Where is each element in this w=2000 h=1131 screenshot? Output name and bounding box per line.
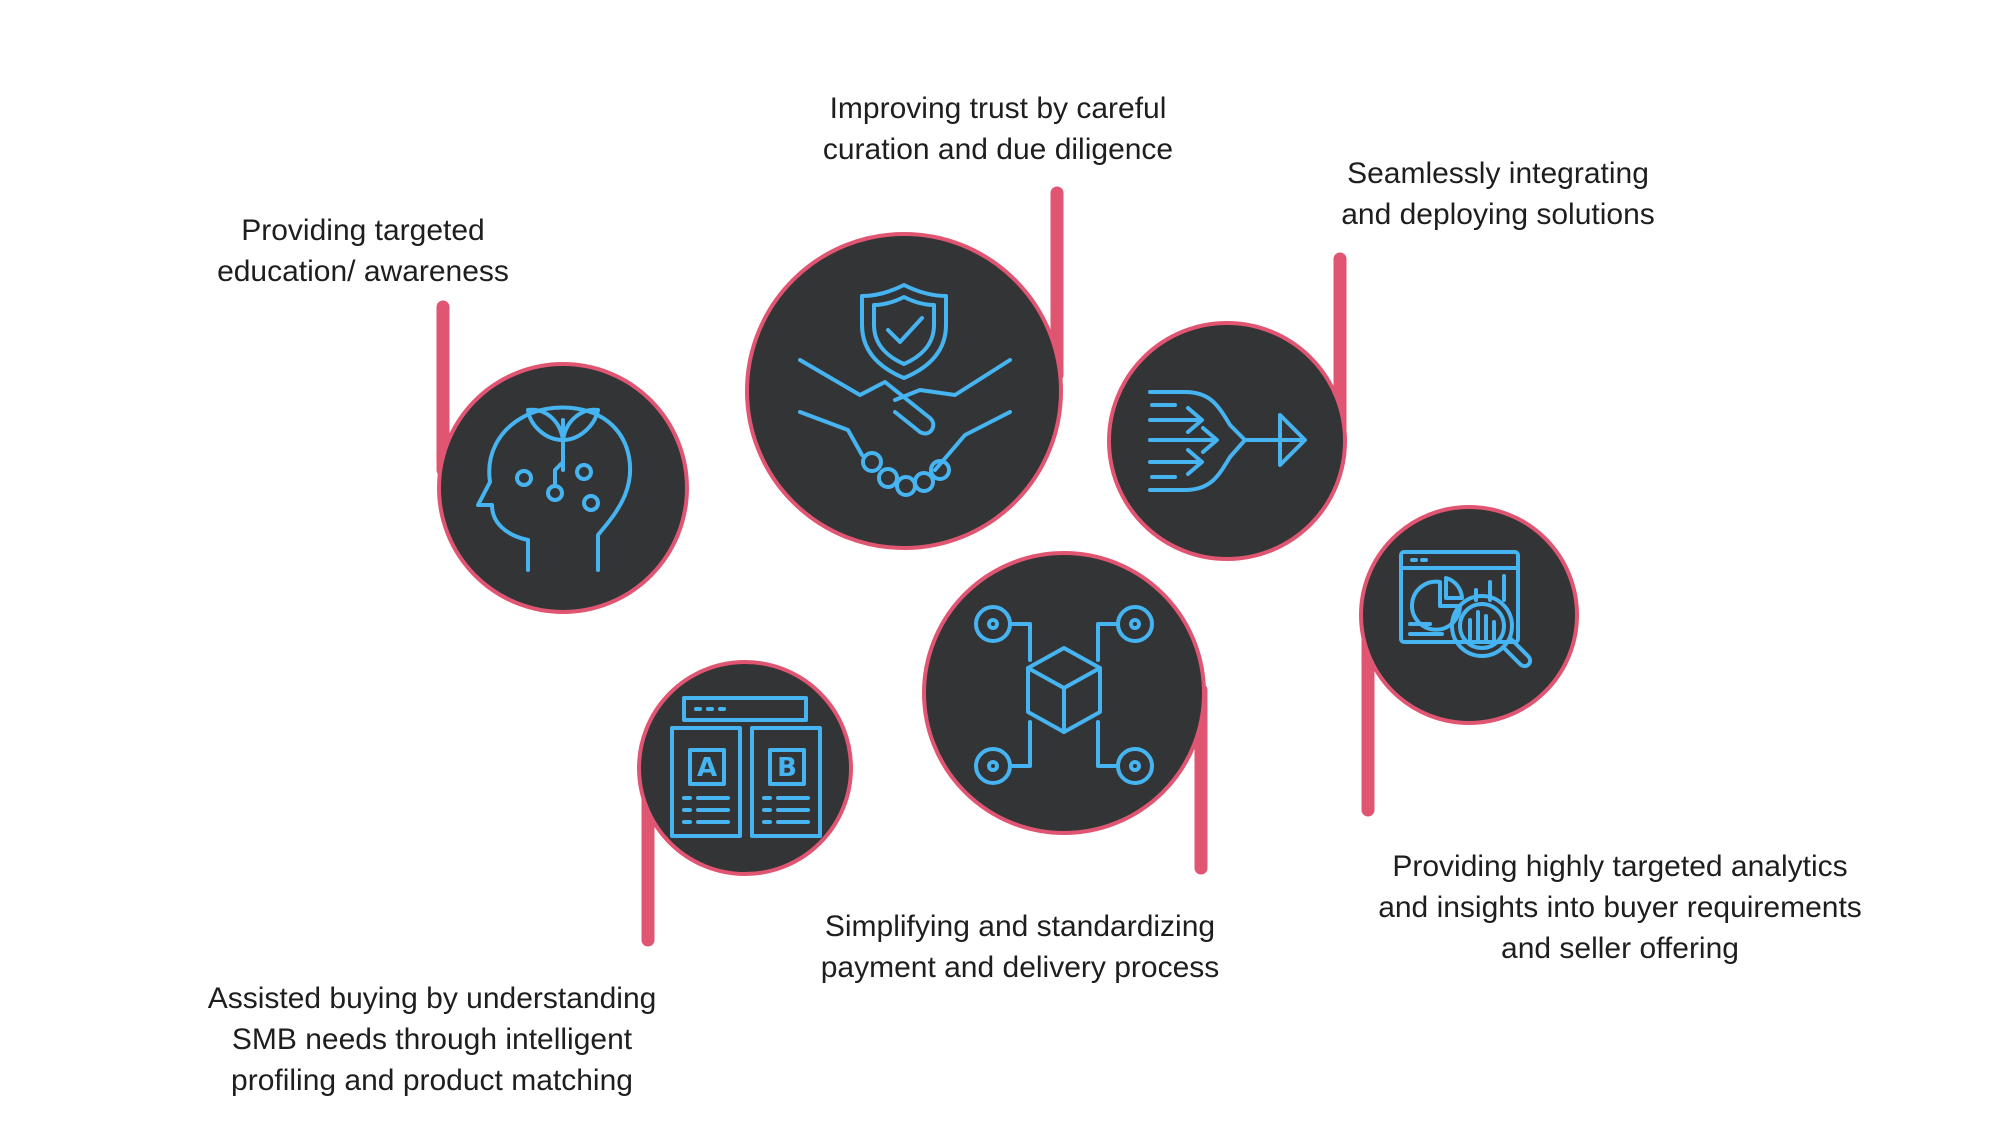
label-assisted-buying: Assisted buying by understanding SMB nee… — [162, 978, 702, 1101]
disc-trust — [745, 232, 1063, 550]
label-line: Providing highly targeted analytics — [1392, 850, 1848, 883]
disc-education — [437, 362, 689, 614]
label-trust: Improving trust by careful curation and … — [788, 88, 1208, 170]
label-line: and insights into buyer requirements — [1378, 891, 1862, 924]
merge-arrows-icon — [1148, 390, 1307, 492]
ab-compare-icon — [670, 696, 822, 838]
brain-plant-head-icon — [476, 405, 633, 572]
label-payment: Simplifying and standardizing payment an… — [790, 906, 1250, 988]
disc-analytics — [1359, 505, 1579, 725]
label-line: Simplifying and standardizing — [824, 910, 1216, 943]
disc-integration — [1107, 321, 1347, 561]
analytics-magnifier-icon — [1399, 550, 1533, 669]
shield-handshake-icon — [798, 283, 1012, 497]
label-analytics: Providing highly targeted analytics and … — [1345, 846, 1895, 969]
label-line: and deploying solutions — [1341, 198, 1655, 231]
letter-b-glyph: B — [777, 753, 797, 783]
label-line: Improving trust by careful — [829, 92, 1167, 125]
label-line: education/ awareness — [217, 255, 509, 288]
label-line: Seamlessly integrating — [1347, 157, 1649, 190]
label-line: SMB needs through intelligent — [231, 1023, 633, 1056]
label-line: and seller offering — [1501, 932, 1739, 965]
label-education: Providing targeted education/ awareness — [163, 210, 563, 292]
label-line: curation and due diligence — [822, 133, 1174, 166]
letter-a-glyph: A — [697, 753, 717, 783]
cube-network-icon — [974, 605, 1154, 785]
label-integration: Seamlessly integrating and deploying sol… — [1298, 153, 1698, 235]
label-line: Providing targeted — [241, 214, 485, 247]
label-line: payment and delivery process — [820, 951, 1220, 984]
label-line: profiling and product matching — [231, 1064, 633, 1097]
label-line: Assisted buying by understanding — [207, 982, 657, 1015]
